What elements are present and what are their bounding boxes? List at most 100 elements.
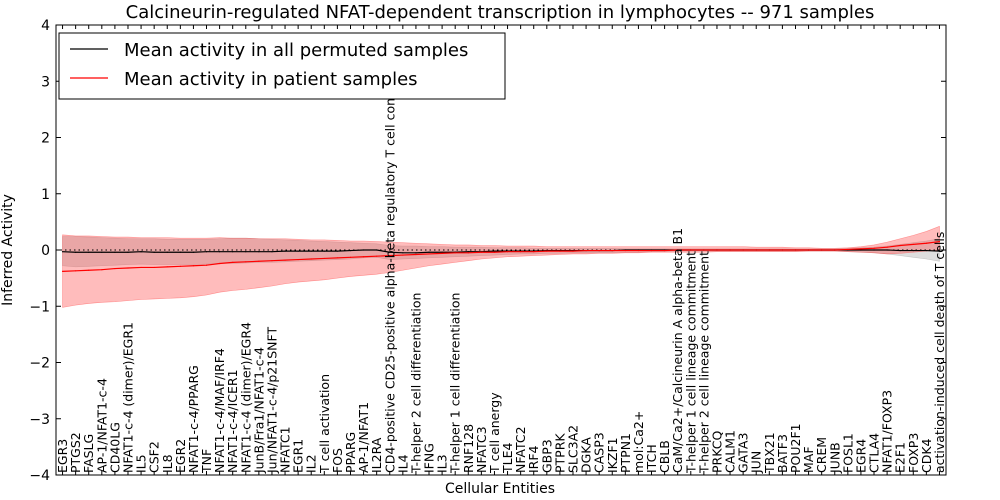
x-tick-label: T cell anergy <box>487 392 502 474</box>
legend-frame <box>58 32 506 100</box>
series-1-point <box>925 242 927 244</box>
series-0-point <box>153 251 155 253</box>
x-tick-label: GATA3 <box>736 433 751 473</box>
x-tick-label: EGR4 <box>853 439 868 473</box>
y-tick-label: −1 <box>29 299 50 315</box>
series-1-point <box>88 269 90 271</box>
x-tick-label: NFATC2 <box>513 426 528 473</box>
series-0-point <box>415 252 417 254</box>
series-1-point <box>716 249 718 251</box>
x-tick-label: CSF2 <box>147 441 162 473</box>
x-tick-label: DGKA <box>579 437 594 473</box>
series-1-point <box>362 256 365 258</box>
series-line-1 <box>62 240 940 272</box>
x-tick-label: EGR3 <box>55 439 70 473</box>
plot-area: −4−3−2−101234EGR3PTGS2FASLGAP-1/NFAT1-c-… <box>29 18 947 484</box>
series-1-point <box>467 252 469 254</box>
series-1-point <box>938 240 941 243</box>
series-0-point <box>192 251 195 253</box>
x-tick-label: IL8 <box>160 454 175 473</box>
series-0-point <box>271 251 273 253</box>
series-0-point <box>310 250 312 252</box>
series-1-point <box>310 258 312 260</box>
y-tick-label: 4 <box>41 18 50 34</box>
y-tick-label: 2 <box>41 131 50 147</box>
series-0-point <box>376 249 378 251</box>
series-0-point <box>166 251 168 253</box>
series-1-point <box>323 257 325 260</box>
series-1-point <box>493 251 496 253</box>
series-1-point <box>480 251 482 253</box>
x-tick-label: FOS <box>330 448 345 473</box>
series-1-point <box>742 249 744 251</box>
series-1-point <box>533 251 535 253</box>
series-1-point <box>192 265 195 267</box>
x-tick-label: IL2 <box>304 454 319 473</box>
x-tick-label: T-helper 2 cell lineage commitment <box>696 251 711 474</box>
series-1-point <box>245 261 247 263</box>
x-tick-label: IL2RA <box>369 437 384 473</box>
x-tick-label: ITCH <box>644 444 659 473</box>
series-0-point <box>873 249 875 251</box>
x-tick-label: IFNG <box>422 443 437 473</box>
series-1-point <box>546 250 548 252</box>
series-0-point <box>75 251 77 253</box>
series-0-point <box>886 249 888 251</box>
x-tick-label: IL5 <box>134 454 149 473</box>
x-tick-label: PTGS2 <box>68 432 83 473</box>
x-tick-label: AP-1/NFAT1 <box>356 402 371 473</box>
x-tick-label: T cell activation <box>317 374 332 474</box>
series-0-point <box>349 249 352 252</box>
series-1-point <box>376 255 378 257</box>
series-1-point <box>402 254 404 256</box>
x-tick-label: EGR1 <box>291 439 306 473</box>
series-1-point <box>755 249 757 251</box>
x-tick-label: mol:Ca2+ <box>631 411 646 473</box>
x-axis-label: Cellular Entities <box>445 481 555 497</box>
x-tick-label: NFAT1-c-4/MAF/IRF4 <box>212 348 227 473</box>
legend-label-permuted: Mean activity in all permuted samples <box>124 40 468 61</box>
x-tick-label: RNF128 <box>461 424 476 473</box>
series-0-point <box>127 251 129 253</box>
x-tick-label: NFAT1/FOXP3 <box>880 390 895 473</box>
series-1-point <box>389 255 391 257</box>
series-0-point <box>336 250 338 252</box>
x-tick-label: PTPN1 <box>618 433 633 473</box>
x-tick-label: MAF <box>801 446 816 473</box>
series-1-point <box>912 243 914 245</box>
x-tick-label: T-helper 2 cell differentiation <box>408 293 423 474</box>
band-series-1 <box>62 225 940 308</box>
series-1-point <box>834 249 836 251</box>
series-1-point <box>664 249 666 252</box>
x-tick-label: NFATC1 <box>278 426 293 473</box>
y-tick-label: −4 <box>29 468 50 484</box>
series-0-point <box>284 250 286 252</box>
x-tick-label: IL3 <box>435 454 450 473</box>
series-1-point <box>650 249 653 252</box>
x-tick-label: NFAT1-c-4 (dimer)/EGR4 <box>238 322 253 473</box>
series-1-point <box>899 244 901 247</box>
series-1-point <box>166 266 168 268</box>
series-0-point <box>441 251 443 253</box>
series-1-point <box>690 249 692 251</box>
series-1-point <box>75 270 77 272</box>
series-1-point <box>585 249 587 252</box>
series-1-point <box>428 253 430 255</box>
series-1-point <box>637 249 640 252</box>
legend: Mean activity in all permuted samples Me… <box>58 32 506 100</box>
x-tick-label: GBP3 <box>539 439 554 473</box>
series-0-point <box>219 251 221 253</box>
x-tick-label: EGR2 <box>173 439 188 473</box>
x-tick-label: SLC3A2 <box>565 425 580 473</box>
x-tick-label: PPARG <box>343 432 358 473</box>
series-1-point <box>336 257 338 259</box>
x-tick-label: E2F1 <box>893 442 908 473</box>
series-1-point <box>506 251 509 253</box>
x-tick-label: CBLB <box>657 440 672 473</box>
x-tick-label: AP-1/NFAT1-c-4 <box>94 378 109 473</box>
series-1-point <box>101 269 103 271</box>
series-1-point <box>205 264 208 266</box>
x-tick-label: CD4-positive CD25-positive alpha-beta re… <box>382 40 397 473</box>
x-tick-label: PTPRK <box>552 433 567 473</box>
series-0-point <box>362 249 365 251</box>
